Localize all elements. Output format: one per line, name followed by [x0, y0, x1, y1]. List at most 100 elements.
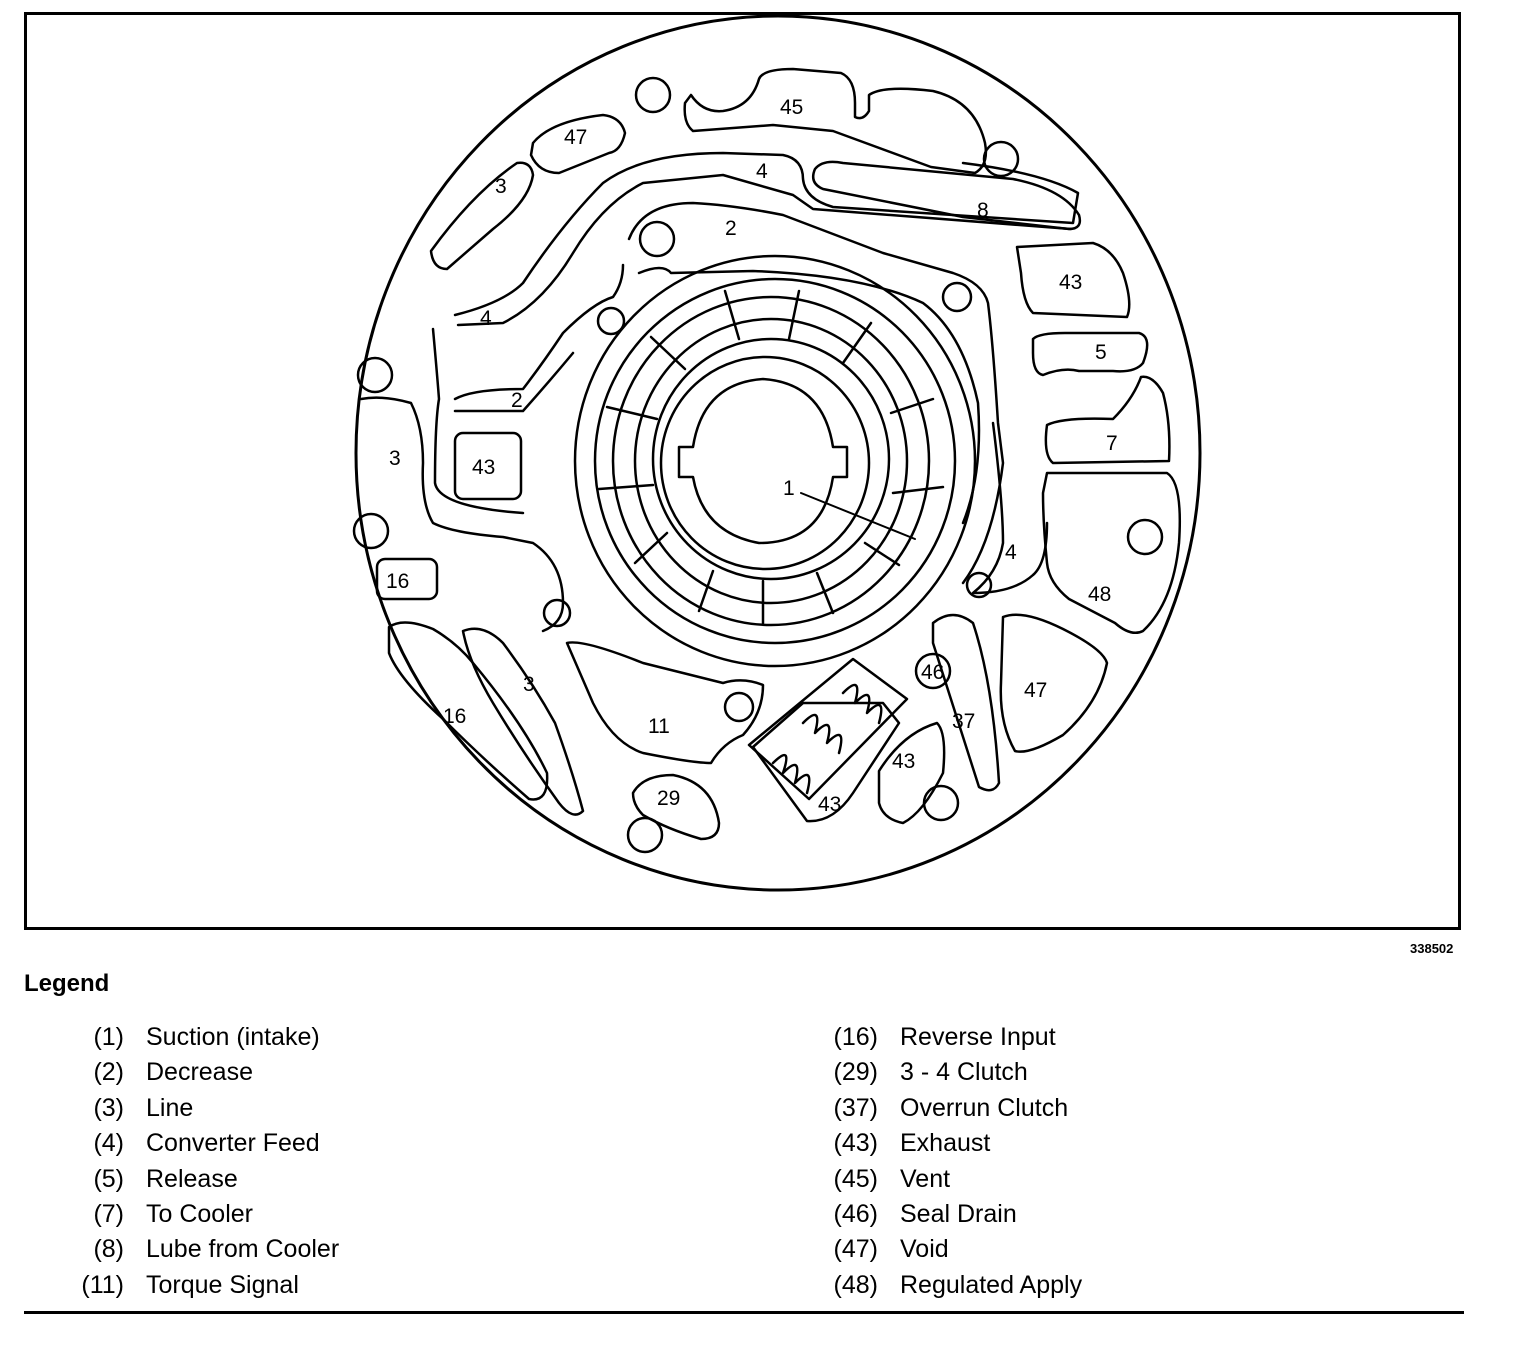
passage-4-right [971, 421, 1049, 595]
passage-7 [1044, 375, 1171, 465]
passage-4-channel [453, 151, 1080, 317]
legend-title: Legend [24, 970, 110, 997]
legend-item: (16)Reverse Input [800, 1020, 1082, 1055]
passage-2-inner [637, 266, 981, 525]
passage-4-inner [456, 173, 1073, 327]
legend-number: (46) [833, 1199, 878, 1228]
callout-47: 47 [1024, 679, 1047, 702]
legend-label: Overrun Clutch [900, 1093, 1069, 1122]
passage-29 [631, 773, 721, 841]
legend-number: (7) [93, 1199, 124, 1228]
callout-29: 29 [657, 787, 680, 810]
callout-43: 43 [1059, 271, 1082, 294]
passage-3-left-b [431, 327, 525, 515]
legend-number: (29) [833, 1058, 878, 1087]
legend-label: Line [146, 1093, 194, 1122]
passage-8 [812, 160, 1082, 231]
passage-11 [565, 641, 765, 765]
passage-43-upper-right [1015, 241, 1131, 319]
diagram-frame: 45 47 3 4 8 2 43 4 5 2 7 3 43 1 4 48 16 … [24, 12, 1461, 930]
legend-column-right: (16)Reverse Input (29) 3 - 4 Clutch (37) O… [800, 1020, 1083, 1303]
legend-item: (3)Line [60, 1091, 339, 1126]
passage-2 [627, 201, 1005, 585]
legend-item: (48) Regulated Apply [800, 1268, 1083, 1303]
legend-label: Exhaust [900, 1129, 991, 1158]
passage-48 [1041, 471, 1182, 634]
legend-column-left: (1)Suction (intake) (2)Decrease (3)Line … [60, 1020, 339, 1303]
legend-number: (2) [93, 1058, 124, 1087]
passage-43-lower-right [877, 721, 946, 825]
callout-2: 2 [511, 389, 523, 412]
pump-cover-diagram: 45 47 3 4 8 2 43 4 5 2 7 3 43 1 4 48 16 … [352, 15, 1202, 892]
legend-number: (4) [93, 1129, 124, 1158]
legend-label: Void [900, 1235, 949, 1264]
legend-number: (5) [93, 1164, 124, 1193]
callout-37: 37 [952, 710, 975, 733]
passage-47-top [529, 113, 627, 175]
bottom-rule [24, 1311, 1464, 1314]
rotor-ring-3 [611, 295, 931, 627]
legend-number: (11) [81, 1270, 124, 1299]
callout-1: 1 [783, 477, 795, 500]
legend-number: (45) [833, 1164, 878, 1193]
spring-coils [771, 683, 883, 795]
legend-number: (47) [833, 1235, 878, 1264]
spring-pocket [747, 657, 909, 801]
callout-labels: 45 47 3 4 8 2 43 4 5 2 7 3 43 1 4 48 16 … [386, 96, 1118, 816]
pump-body-outline [354, 15, 1202, 892]
passage-43-left [453, 431, 523, 501]
passage-16-lower [387, 621, 549, 801]
passage-37 [931, 613, 1001, 792]
callout-43: 43 [818, 793, 841, 816]
legend-item: (45) Vent [800, 1162, 1082, 1197]
rotor-ring-2 [593, 277, 957, 645]
legend-item: (46) Seal Drain [800, 1197, 1082, 1232]
rotor-spokes [597, 289, 945, 625]
rotor-ring-4 [633, 317, 909, 605]
legend-item: (47) Void [800, 1232, 1082, 1267]
legend-item: (11) Torque Signal [60, 1268, 339, 1303]
legend-number: (1) [93, 1023, 124, 1051]
callout-48: 48 [1088, 583, 1111, 606]
callout-7: 7 [1106, 432, 1118, 455]
legend-label: Vent [900, 1164, 951, 1193]
figure-id: 338502 [1410, 941, 1454, 956]
legend-number: (37) [833, 1093, 878, 1122]
legend-item: (5) Release [60, 1162, 339, 1197]
callout-5: 5 [1095, 341, 1107, 364]
legend-item: (4)Converter Feed [60, 1126, 339, 1161]
passage-2-left [453, 263, 625, 401]
legend-item: (7) To Cooler [60, 1197, 339, 1232]
legend-label: Seal Drain [900, 1199, 1017, 1228]
legend-label: 3 - 4 Clutch [900, 1058, 1028, 1087]
bolt-holes [352, 76, 1164, 854]
callout-43: 43 [892, 750, 915, 773]
legend-label: Regulated Apply [900, 1270, 1083, 1299]
passage-5 [1031, 331, 1149, 377]
callout-2: 2 [725, 217, 737, 240]
rotor-outer-ring [573, 254, 977, 668]
legend-label: Lube from Cooler [146, 1235, 340, 1264]
legend-label: Suction (intake) [146, 1023, 320, 1051]
passage-43-lower [751, 701, 901, 823]
passage-3-upper [429, 161, 535, 271]
callout-4: 4 [480, 307, 492, 330]
passage-3-left [359, 396, 565, 633]
legend-label: Release [146, 1164, 238, 1193]
passage-45 [683, 67, 988, 175]
callout-3: 3 [523, 673, 535, 696]
callout-4: 4 [1005, 541, 1017, 564]
legend-item: (37) Overrun Clutch [800, 1091, 1082, 1126]
legend-number: (43) [833, 1129, 878, 1158]
legend-item: (29) 3 - 4 Clutch [800, 1055, 1082, 1090]
callout-46: 46 [921, 661, 944, 684]
legend-label: Torque Signal [146, 1270, 299, 1299]
legend-label: Reverse Input [900, 1023, 1056, 1051]
callout-4: 4 [756, 160, 768, 183]
legend-label: To Cooler [146, 1199, 253, 1228]
legend-label: Decrease [146, 1058, 253, 1087]
rotor-ring-5 [651, 337, 891, 581]
callout-43: 43 [472, 456, 495, 479]
legend-number: (48) [833, 1270, 878, 1299]
passage-2-left-b [453, 351, 575, 413]
